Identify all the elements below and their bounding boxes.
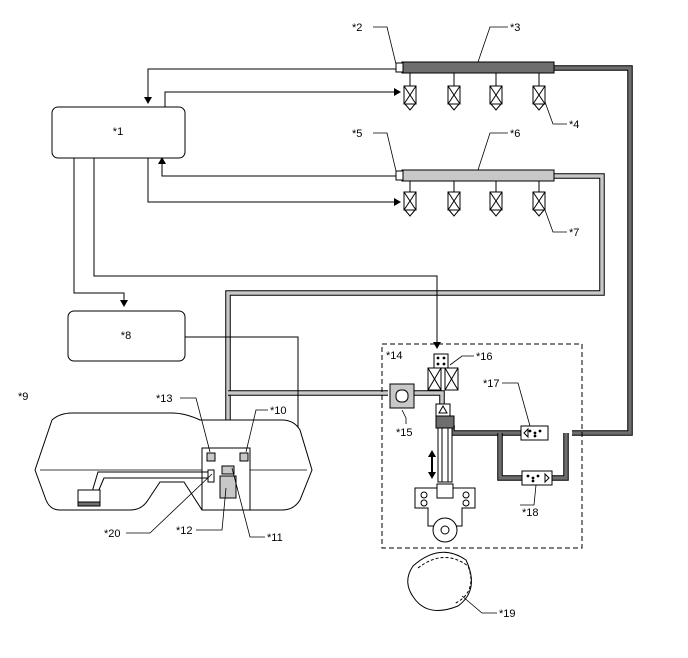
injectors-bank-2	[403, 181, 546, 217]
cam	[407, 551, 472, 611]
injector	[532, 73, 546, 111]
label-fuel-rail-1: *3	[510, 22, 520, 34]
svg-text:*8: *8	[121, 330, 131, 342]
label-injector-1: *4	[569, 119, 579, 131]
label-fuel-pump: *12	[176, 525, 193, 537]
fuel-pump-control-ecu-box: *8	[67, 310, 186, 362]
label-spill-control-valve: *16	[476, 351, 493, 363]
label-pressure-sensor-1: *2	[352, 22, 362, 34]
label-high-pressure-pump: *14	[386, 350, 403, 362]
label-pressure-sensor-2: *5	[352, 128, 362, 140]
fuel-rail-2	[395, 169, 555, 182]
fuel-rail-1	[395, 61, 555, 74]
injector	[447, 73, 461, 111]
low-pressure-fuel-line	[225, 173, 605, 452]
label-fuel-tank: *9	[18, 391, 28, 403]
label-sender-gauge: *20	[104, 528, 121, 540]
label-fuel-rail-2: *6	[510, 128, 520, 140]
label-cam: *19	[499, 608, 516, 620]
leader-lines	[126, 26, 567, 614]
injector	[532, 181, 546, 217]
injector	[489, 73, 503, 111]
injectors-bank-1	[403, 73, 546, 111]
label-relief-valve: *18	[522, 507, 539, 519]
pulsation-damper	[389, 383, 415, 409]
label-pulsation-damper: *15	[396, 427, 413, 439]
label-injector-2: *7	[569, 227, 579, 239]
label-pressure-regulator: *10	[270, 405, 287, 417]
injector	[403, 181, 417, 217]
injector	[489, 181, 503, 217]
label-pump-part-11: *11	[267, 532, 283, 544]
injector	[447, 181, 461, 217]
ecm-box: *1	[51, 106, 186, 159]
svg-text:*1: *1	[113, 126, 123, 138]
high-pressure-pump-assembly	[381, 343, 583, 549]
fuel-tank	[34, 412, 313, 511]
label-check-valve: *17	[483, 378, 500, 390]
relief-valve	[521, 470, 553, 486]
spill-control-valve	[427, 353, 459, 417]
check-valve	[520, 425, 549, 441]
label-fuel-filter: *13	[156, 393, 173, 405]
injector	[403, 73, 417, 111]
